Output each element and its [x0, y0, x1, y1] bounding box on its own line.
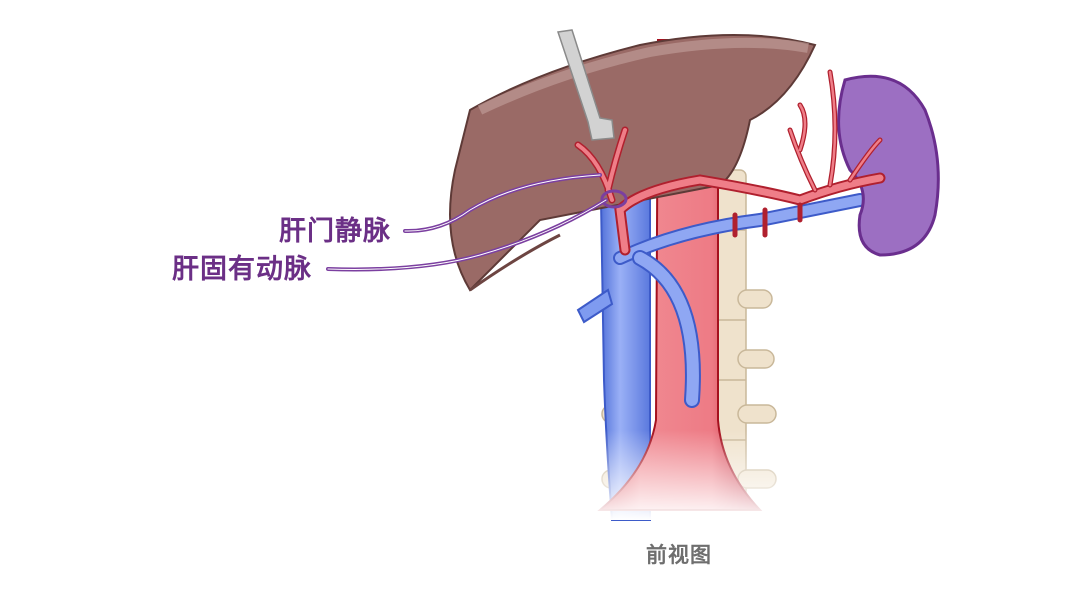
view-caption: 前视图 [646, 543, 712, 567]
spleen [837, 74, 940, 257]
label-portal-vein: 肝门静脉 [279, 216, 391, 247]
vessel-loop [600, 189, 628, 209]
hepatic-and-splenic-arteries [574, 69, 886, 256]
splenic-vein [613, 193, 867, 408]
leader-lines [326, 173, 608, 272]
liver [449, 34, 817, 292]
surgical-clamp-icon [557, 29, 615, 141]
label-proper-hepatic-artery: 肝固有动脉 [172, 254, 312, 285]
